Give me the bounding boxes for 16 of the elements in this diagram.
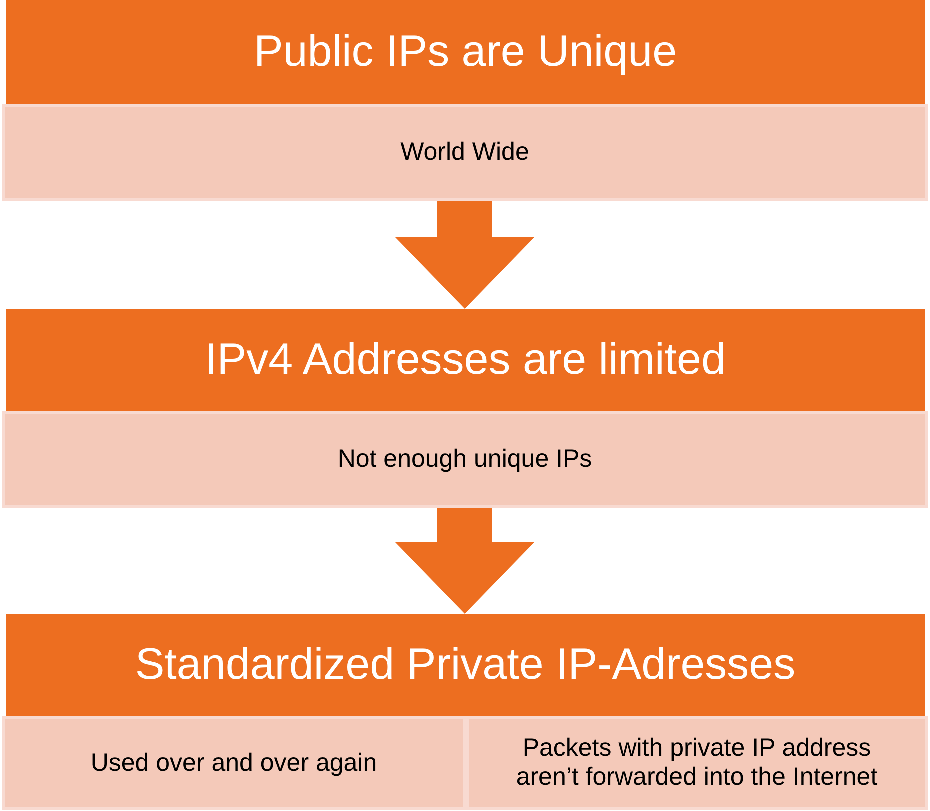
detail-text: Packets with private IP address aren’t forwarded into the Internet (515, 734, 879, 792)
detail-text: Not enough unique IPs (336, 445, 594, 474)
heading-text: Standardized Private IP-Adresses (135, 640, 796, 690)
arrow (395, 201, 535, 309)
detail-text: Used over and over again (90, 748, 378, 778)
detail-text: World Wide (400, 138, 530, 167)
heading-text: Public IPs are Unique (254, 27, 678, 77)
header-box (6, 0, 925, 104)
heading-text: IPv4 Addresses are limited (205, 335, 726, 385)
detail-box (2, 716, 466, 810)
header-box (6, 614, 925, 716)
header-box (6, 309, 925, 411)
arrow (395, 508, 535, 614)
detail-box (466, 716, 928, 810)
detail-box (2, 104, 928, 201)
detail-box (2, 411, 928, 508)
